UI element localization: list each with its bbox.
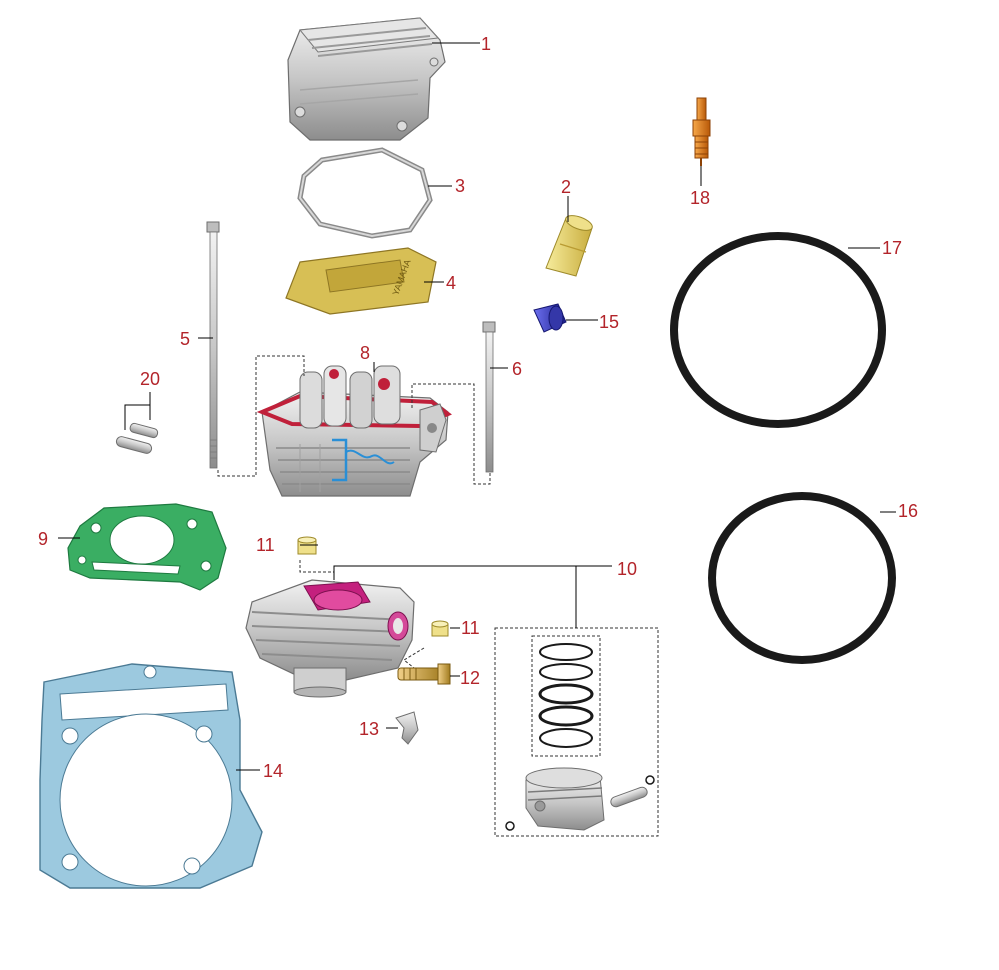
medium-oring-part bbox=[708, 492, 896, 664]
intake-tube-part bbox=[545, 215, 593, 277]
callout-20: 20 bbox=[140, 369, 160, 389]
callout-13: 13 bbox=[359, 719, 379, 739]
callout-11-lower: 11 bbox=[461, 618, 480, 638]
callout-2: 2 bbox=[561, 177, 571, 197]
callout-11-upper: 11 bbox=[256, 535, 275, 555]
stud-bolt-short-part bbox=[482, 321, 496, 473]
callout-1: 1 bbox=[481, 34, 491, 54]
callout-15: 15 bbox=[599, 312, 619, 332]
piston-pin-part bbox=[505, 775, 655, 831]
callout-16: 16 bbox=[898, 501, 918, 521]
cover-gasket-part bbox=[297, 147, 433, 239]
base-gasket-part bbox=[39, 663, 263, 889]
callout-12: 12 bbox=[460, 668, 480, 688]
cylinder-head-part bbox=[256, 365, 452, 497]
callout-4: 4 bbox=[446, 273, 456, 293]
callout-labels: 1 2 3 4 5 6 8 9 10 11 11 12 13 14 15 16 … bbox=[38, 34, 918, 781]
bushing-part-b bbox=[431, 620, 449, 637]
callout-9: 9 bbox=[38, 529, 48, 549]
blue-cap-part bbox=[533, 303, 567, 333]
piston-rings-part bbox=[538, 643, 594, 748]
leader-lines bbox=[58, 42, 896, 771]
temp-sensor-part bbox=[397, 663, 451, 685]
stud-bolt-long-part bbox=[206, 221, 220, 469]
callout-14: 14 bbox=[263, 761, 283, 781]
callout-10: 10 bbox=[617, 559, 637, 579]
bushing-part-a bbox=[297, 536, 317, 555]
head-gasket-part bbox=[67, 503, 227, 591]
cylinder-block-part bbox=[245, 579, 415, 698]
dashed-guides bbox=[217, 355, 659, 837]
breather-plate-part: YAMAHA bbox=[285, 247, 437, 315]
callout-5: 5 bbox=[180, 329, 190, 349]
callout-18: 18 bbox=[690, 188, 710, 208]
piston-part bbox=[525, 767, 605, 831]
callout-8: 8 bbox=[360, 343, 370, 363]
large-oring-part bbox=[670, 232, 886, 428]
spark-plug-part bbox=[692, 97, 711, 166]
dowel-pins-part bbox=[115, 422, 159, 454]
callout-3: 3 bbox=[455, 176, 465, 196]
bracket-part bbox=[395, 711, 419, 745]
callout-17: 17 bbox=[882, 238, 902, 258]
callout-6: 6 bbox=[512, 359, 522, 379]
valve-cover-part bbox=[287, 17, 446, 141]
